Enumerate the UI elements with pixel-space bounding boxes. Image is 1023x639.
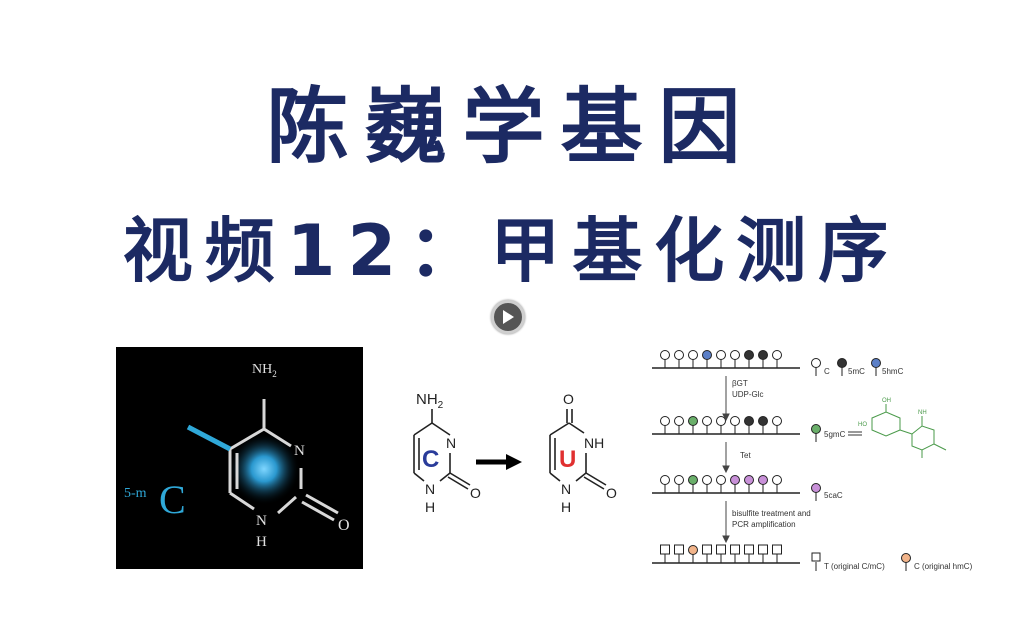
n-label: N bbox=[294, 443, 305, 459]
site-square bbox=[744, 544, 754, 555]
site-square bbox=[702, 544, 712, 555]
site-black bbox=[758, 416, 768, 426]
site-green bbox=[688, 416, 698, 426]
legend-5hmc: 5hmC bbox=[882, 367, 904, 376]
o-label: O bbox=[338, 517, 350, 534]
site-open bbox=[688, 350, 698, 360]
site-square bbox=[758, 544, 768, 555]
cytosine-to-uracil-figure: NH2 N N H O C O NH N H O U bbox=[400, 385, 630, 520]
site-open bbox=[772, 416, 782, 426]
site-purple bbox=[744, 475, 754, 485]
site-black bbox=[744, 350, 754, 360]
legend-row-3: 5caC bbox=[811, 483, 843, 501]
legend-row-1: C 5mC 5hmC bbox=[811, 358, 904, 376]
c-nh2-label: NH2 bbox=[416, 391, 444, 411]
site-open bbox=[716, 416, 726, 426]
legend-c: C bbox=[824, 367, 830, 376]
u-nh-label: NH bbox=[584, 435, 604, 451]
site-open bbox=[716, 475, 726, 485]
step-udp-glc: UDP-Glc bbox=[732, 390, 764, 399]
site-blue bbox=[702, 350, 712, 360]
step-bgt: βGT bbox=[732, 379, 748, 388]
site-open bbox=[660, 416, 670, 426]
nh2-label: NH2 bbox=[252, 362, 277, 379]
legend-c-hmc: C (original hmC) bbox=[914, 562, 973, 571]
legend-5mc: 5mC bbox=[848, 367, 865, 376]
sugar-oh: OH bbox=[882, 398, 891, 404]
site-open bbox=[702, 416, 712, 426]
legend-5cac: 5caC bbox=[824, 491, 843, 500]
methylcytosine-figure: NH2 N N H O 5-m C bbox=[116, 347, 363, 569]
site-purple bbox=[730, 475, 740, 485]
site-open bbox=[730, 350, 740, 360]
reaction-arrow-head bbox=[506, 454, 522, 470]
site-black bbox=[744, 416, 754, 426]
site-orange bbox=[688, 545, 698, 555]
play-icon bbox=[503, 310, 514, 324]
site-open bbox=[660, 475, 670, 485]
sugar-nh2: NH bbox=[918, 410, 927, 416]
step-pcr: PCR amplification bbox=[732, 520, 796, 529]
site-purple bbox=[758, 475, 768, 485]
oxbs-sequencing-diagram: βGT UDP-Glc Tet bisulfite treatment and … bbox=[650, 340, 1010, 575]
site-black bbox=[758, 350, 768, 360]
u-h-label: H bbox=[561, 499, 571, 515]
main-title: 陈巍学基因 bbox=[266, 80, 757, 175]
step-tet: Tet bbox=[740, 451, 751, 460]
five-mc-prefix: 5-m bbox=[124, 486, 147, 501]
site-open bbox=[716, 350, 726, 360]
site-open bbox=[674, 416, 684, 426]
h-label: H bbox=[256, 534, 267, 550]
u-o-top-label: O bbox=[563, 391, 574, 407]
subtitle: 视频12：甲基化测序 bbox=[122, 210, 901, 292]
c-o-label: O bbox=[470, 485, 481, 501]
c-letter: C bbox=[422, 446, 439, 473]
site-square bbox=[772, 544, 782, 555]
play-button[interactable] bbox=[491, 300, 525, 334]
c-h-label: H bbox=[425, 499, 435, 515]
site-square bbox=[716, 544, 726, 555]
legend-row-2: 5gmC OH HO NH bbox=[811, 398, 947, 458]
legend-5gmc: 5gmC bbox=[824, 430, 846, 439]
legend-row-4: T (original C/mC) C (original hmC) bbox=[811, 552, 973, 571]
glucosyl-structure bbox=[871, 404, 947, 458]
site-square bbox=[674, 544, 684, 555]
u-n-label: N bbox=[561, 481, 571, 497]
site-square bbox=[730, 544, 740, 555]
site-open bbox=[772, 350, 782, 360]
site-open bbox=[730, 416, 740, 426]
site-open bbox=[674, 475, 684, 485]
five-mc-letter: C bbox=[159, 477, 186, 522]
legend-t: T (original C/mC) bbox=[824, 562, 885, 571]
glow-center bbox=[228, 433, 300, 505]
u-o-label: O bbox=[606, 485, 617, 501]
site-open bbox=[660, 350, 670, 360]
c-nh-label: N bbox=[425, 481, 435, 497]
step-bisulfite: bisulfite treatment and bbox=[732, 509, 811, 518]
u-letter: U bbox=[559, 446, 576, 473]
nh-label: N bbox=[256, 513, 267, 529]
sugar-ho: HO bbox=[858, 422, 867, 428]
site-open bbox=[772, 475, 782, 485]
site-square bbox=[660, 544, 670, 555]
site-open bbox=[674, 350, 684, 360]
site-green bbox=[688, 475, 698, 485]
site-open bbox=[702, 475, 712, 485]
c-n-label: N bbox=[446, 435, 456, 451]
